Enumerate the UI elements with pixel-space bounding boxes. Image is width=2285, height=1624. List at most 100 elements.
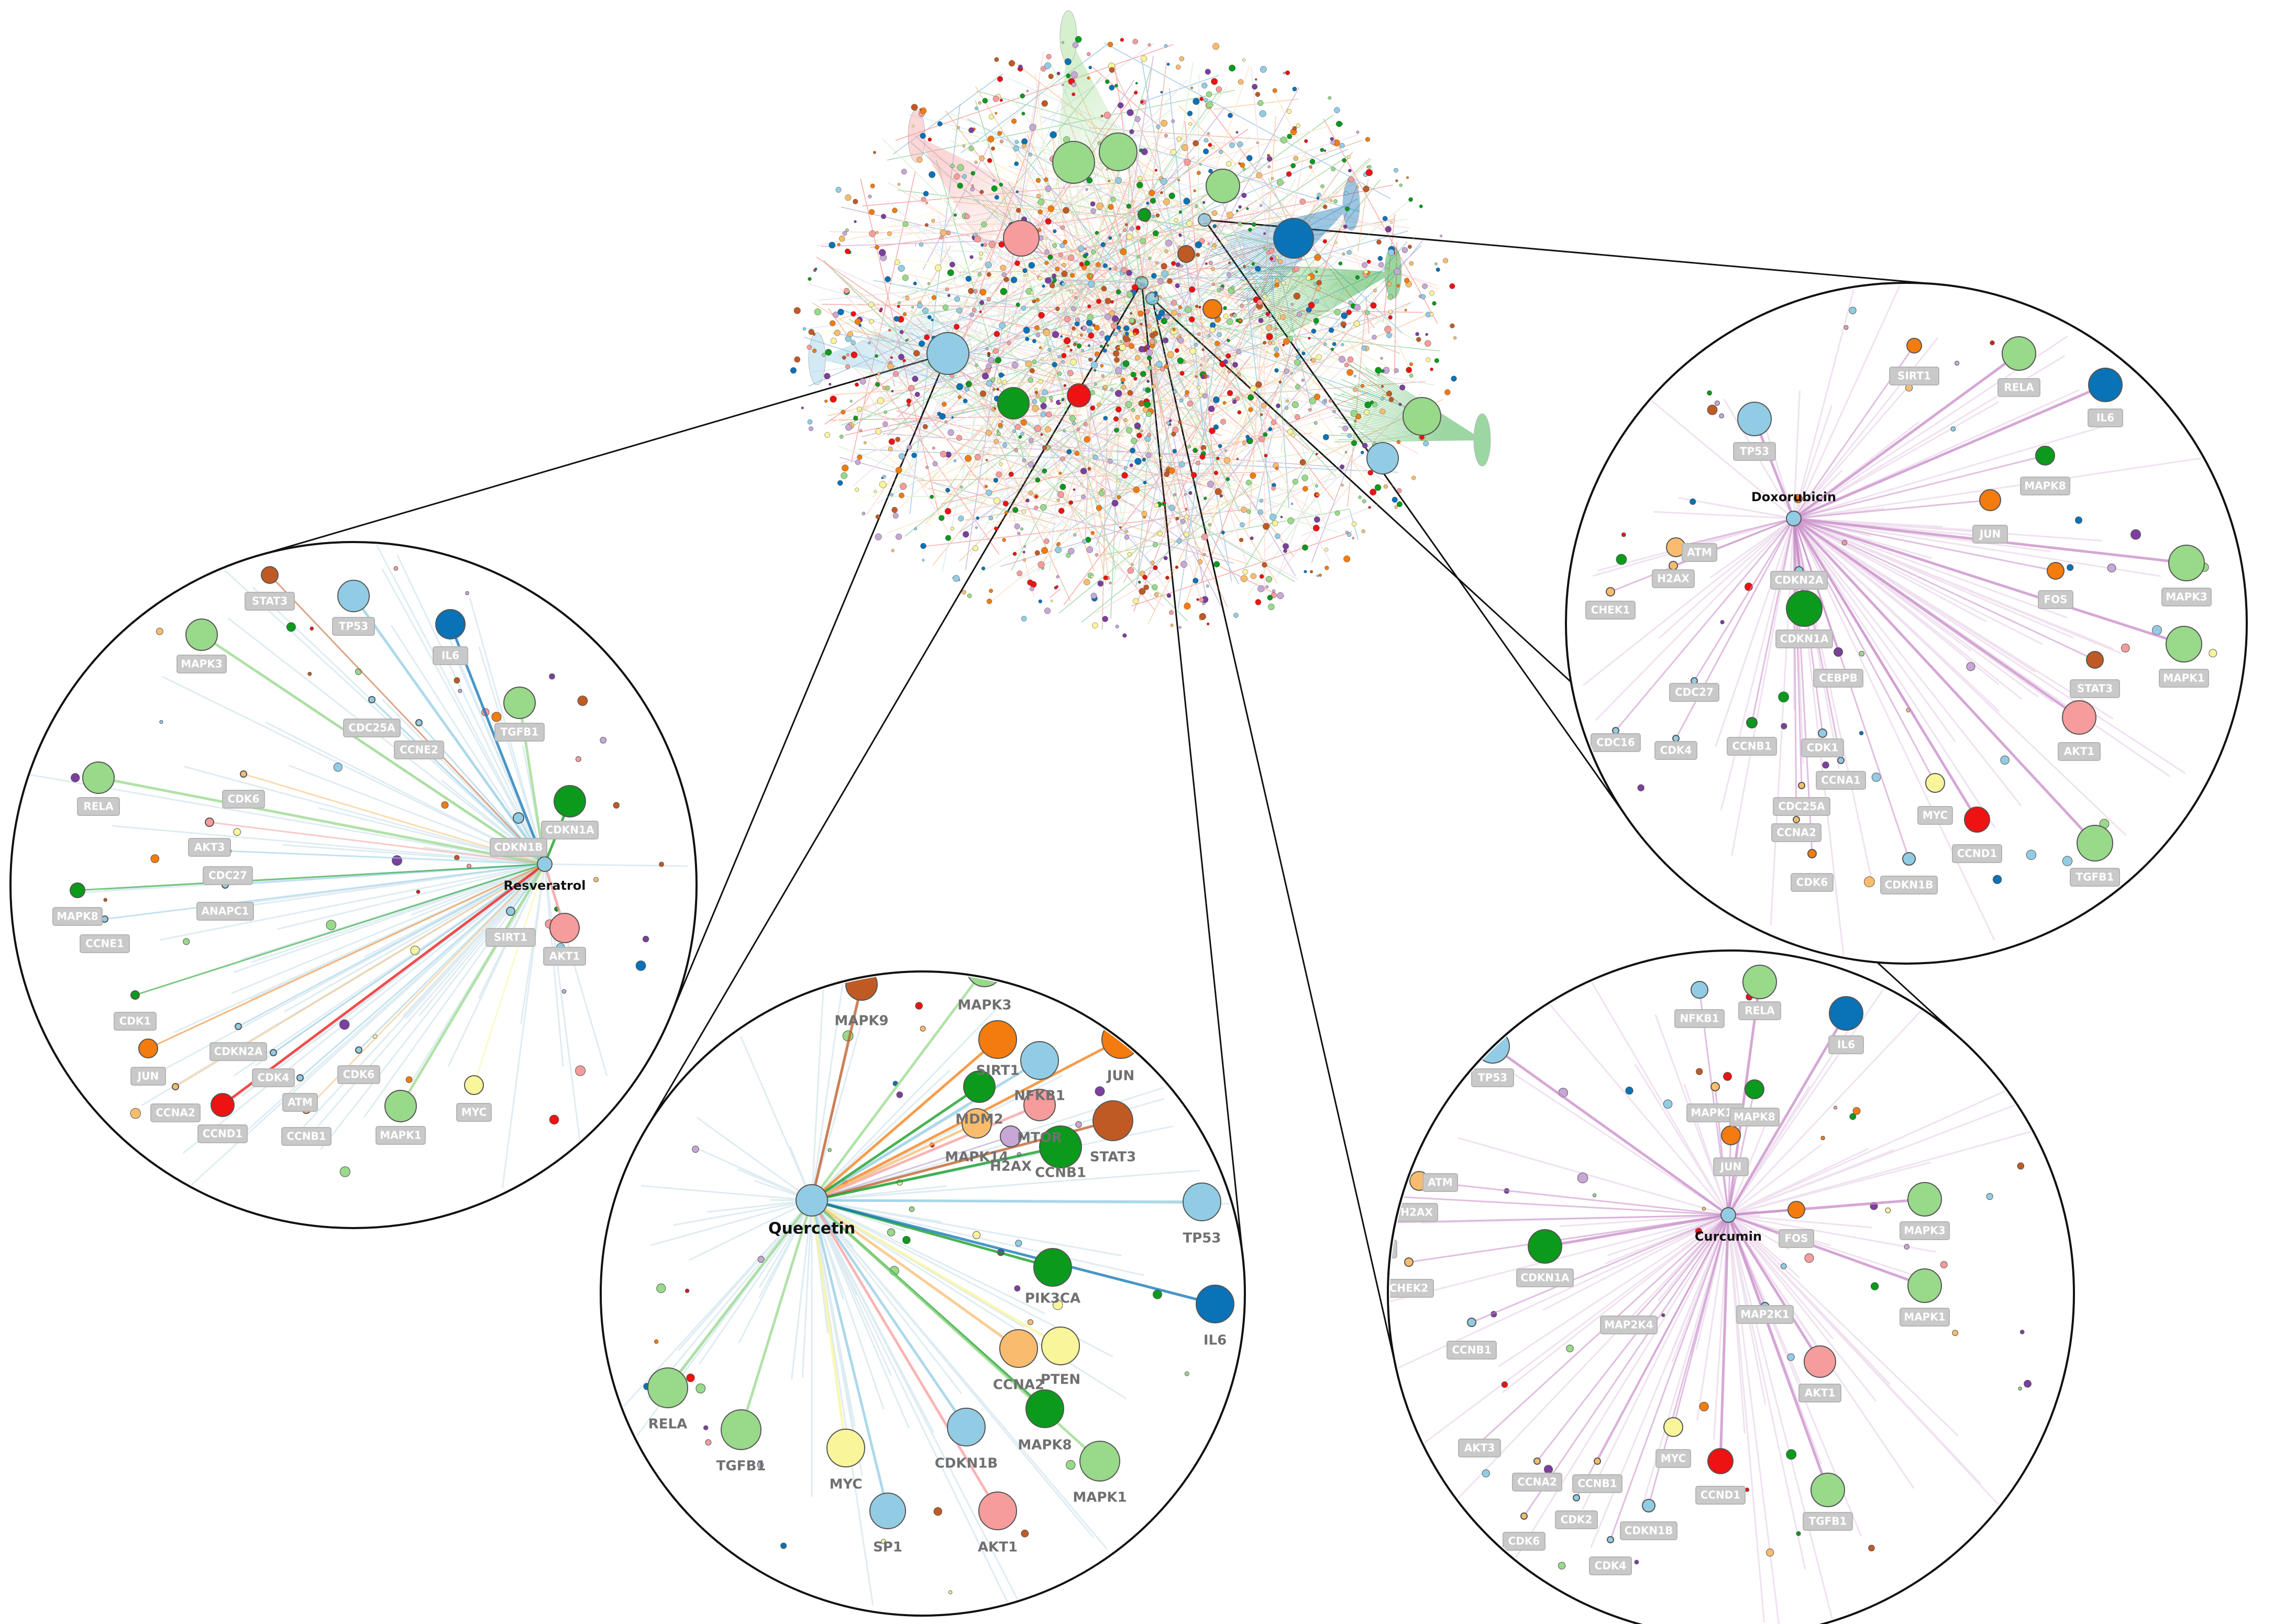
- gene-tag: CDC25A: [343, 719, 401, 737]
- overview-node: [1241, 506, 1247, 513]
- overview-node: [1145, 387, 1151, 393]
- drug-center-label: Doxorubicin: [1751, 490, 1836, 504]
- panel-gene-edge: [1728, 1198, 1925, 1217]
- overview-node: [1388, 315, 1393, 320]
- overview-node: [1348, 300, 1353, 305]
- overview-node: [908, 385, 915, 392]
- gene-tag: CCNE2: [394, 741, 444, 759]
- panel-content: MAPK9MAPK3JUNSIRT1NFKB1MDM2MTORSTAT3MAPK…: [608, 974, 1239, 1614]
- overview-node: [1211, 78, 1218, 85]
- panel-faint-edge: [1583, 517, 1794, 686]
- overview-node: [1218, 444, 1222, 448]
- gene-node: [1533, 1457, 1541, 1465]
- overview-node: [1206, 91, 1212, 97]
- gene-tag: FOS: [2038, 590, 2073, 609]
- overview-edge: [1199, 95, 1375, 328]
- overview-node: [1102, 489, 1106, 492]
- overview-edge: [1096, 451, 1369, 613]
- overview-node: [1346, 250, 1352, 255]
- overview-edge: [965, 480, 1197, 521]
- overview-hub-node: [1067, 383, 1091, 407]
- overview-node: [1286, 171, 1292, 177]
- overview-node: [1202, 201, 1206, 204]
- overview-node: [1236, 458, 1239, 460]
- overview-node: [1406, 176, 1409, 179]
- gene-label: CDKN1B: [935, 1456, 998, 1472]
- overview-node: [1175, 516, 1179, 521]
- overview-node: [1265, 585, 1269, 589]
- gene-node: [435, 609, 466, 639]
- overview-node: [1122, 335, 1130, 343]
- overview-node: [1066, 553, 1071, 558]
- panel-faint-edge: [811, 1200, 1094, 1538]
- overview-node: [919, 108, 922, 111]
- gene-tag-box: [1738, 1001, 1781, 1020]
- overview-node: [868, 341, 871, 345]
- overview-edge: [1110, 156, 1131, 619]
- overview-node: [969, 255, 974, 259]
- panel-faint-edge: [1728, 1147, 1869, 1216]
- overview-node: [1050, 400, 1053, 403]
- panel-faint-edge: [791, 1200, 813, 1379]
- overview-node: [1197, 332, 1201, 336]
- overview-node: [845, 228, 849, 232]
- overview-fan-edge: [916, 136, 1018, 219]
- gene-tag: CDK6: [1791, 873, 1834, 892]
- overview-node: [1041, 100, 1048, 107]
- panel-minor-node: [1066, 1460, 1076, 1470]
- overview-node: [1287, 517, 1295, 524]
- gene-node: [2002, 336, 2036, 371]
- gene-tag-label: IL6: [441, 649, 459, 662]
- panel-minor-node: [1015, 1240, 1022, 1247]
- gene-label: MAPK3: [957, 998, 1011, 1013]
- overview-node: [842, 231, 847, 236]
- overview-node: [1212, 42, 1220, 50]
- overview-node: [986, 380, 993, 387]
- overview-node: [1132, 39, 1138, 45]
- overview-fan-edge: [1265, 272, 1394, 336]
- overview-edge: [848, 333, 1298, 580]
- gene-tag-label: CDKN1B: [494, 841, 543, 854]
- overview-node: [1204, 98, 1208, 103]
- overview-edge: [1105, 179, 1381, 513]
- gene-node: [1811, 1473, 1845, 1507]
- overview-node: [1171, 432, 1176, 437]
- gene-node: [554, 785, 586, 817]
- overview-edge: [1182, 241, 1408, 498]
- gene-tag-box: [1880, 876, 1938, 894]
- gene-tag: CCNA2: [150, 1103, 201, 1122]
- overview-edge: [1116, 169, 1247, 562]
- overview-node: [1118, 329, 1121, 333]
- overview-edge: [1028, 169, 1152, 327]
- overview-node: [1308, 337, 1311, 340]
- overview-node: [1196, 598, 1199, 601]
- overview-fan-edge: [1272, 272, 1394, 326]
- panel-minor-node: [2075, 516, 2082, 524]
- overview-edge: [877, 259, 1065, 343]
- panel-gene-edge: [1793, 352, 2020, 520]
- panel-gene-edge: [1675, 517, 1794, 548]
- gene-tag-label: CDKN1A: [1780, 633, 1829, 645]
- overview-node: [1283, 549, 1287, 553]
- overview-edge: [930, 474, 1001, 479]
- panel-minor-node: [881, 1539, 886, 1544]
- panel-minor-node: [654, 1339, 659, 1344]
- overview-node: [1179, 264, 1184, 268]
- overview-node: [1136, 433, 1142, 438]
- overview-node: [967, 593, 972, 598]
- overview-edge: [1101, 471, 1356, 494]
- overview-node: [1361, 345, 1367, 351]
- overview-node: [1127, 291, 1133, 297]
- overview-node: [1316, 196, 1320, 200]
- overview-node: [1189, 286, 1196, 293]
- gene-tag: CEBPB: [1813, 669, 1863, 688]
- overview-node: [1290, 372, 1293, 375]
- overview-edge: [1037, 167, 1314, 252]
- overview-node: [854, 318, 861, 325]
- overview-node: [1394, 505, 1398, 509]
- overview-node: [1103, 575, 1108, 580]
- overview-edge: [1226, 352, 1419, 454]
- overview-node: [994, 57, 999, 62]
- overview-node: [1061, 398, 1065, 402]
- gene-tag-box: [282, 1093, 318, 1112]
